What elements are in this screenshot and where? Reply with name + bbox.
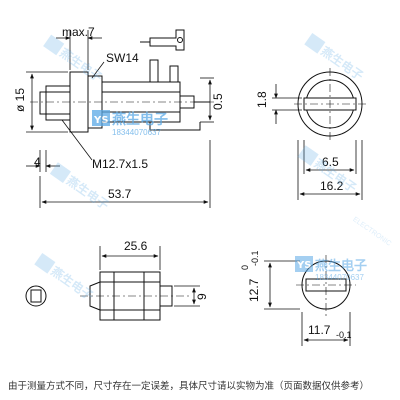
- dim-25-6: 25.6: [124, 239, 148, 253]
- watermark-sub: ELECTRONIC: [351, 216, 392, 248]
- cap-end-view: [296, 255, 356, 316]
- side-dimensions: [26, 30, 214, 208]
- dim-m127: M12.7x1.5: [92, 157, 148, 171]
- watermark-brand: 燕生电子: [112, 111, 168, 128]
- front-view: [294, 68, 366, 140]
- watermark-badge-2: YS: [296, 260, 311, 271]
- dim-11-7: 11.7: [308, 323, 331, 337]
- dim-16-2: 16.2: [320, 179, 344, 193]
- dim-dia15: ø 15: [13, 88, 27, 112]
- dim-12-7-tol-upper: 0: [240, 265, 250, 270]
- bottom-side-view: [25, 271, 190, 321]
- watermark-badge: YS: [93, 115, 108, 126]
- watermark-right: YS 燕生电子 18344070637: [295, 256, 367, 282]
- dim-1-8: 1.8: [255, 91, 269, 108]
- dim-9: 9: [195, 293, 209, 300]
- footer-note: 由于测量方式不同，尺寸存在一定误差，具体尺寸请以实物为准（页面数据仅供参考）: [8, 381, 370, 392]
- watermark-brand-4: 燕生电子: [64, 173, 112, 213]
- watermark-brand-7: 燕生电子: [48, 263, 96, 303]
- dim-0-5: 0.5: [211, 93, 225, 110]
- dim-max7: max.7: [62, 25, 95, 39]
- dim-6-5: 6.5: [322, 155, 339, 169]
- front-dimensions: [272, 84, 363, 200]
- watermark-faint-6: ELECTRONIC: [351, 216, 392, 248]
- dim-4: 4: [34, 155, 41, 169]
- dim-11-7-tol: -0.1: [336, 330, 352, 340]
- dim-sw14: SW14: [106, 51, 139, 65]
- watermark-phone-2: 18344070637: [315, 273, 364, 282]
- dim-12-7-tol-lower: -0.1: [250, 250, 260, 266]
- watermark-main: YS 燕生电子 18344070637: [92, 110, 168, 137]
- watermark-brand-2: 燕生电子: [315, 258, 367, 274]
- dim-53-7: 53.7: [108, 187, 132, 201]
- cap-dimensions: [264, 260, 351, 346]
- bottom-side-dimensions: [99, 246, 200, 307]
- terminal-detail: [140, 29, 185, 51]
- watermark-phone: 18344070637: [112, 128, 161, 137]
- dim-12-7: 12.7: [247, 278, 261, 302]
